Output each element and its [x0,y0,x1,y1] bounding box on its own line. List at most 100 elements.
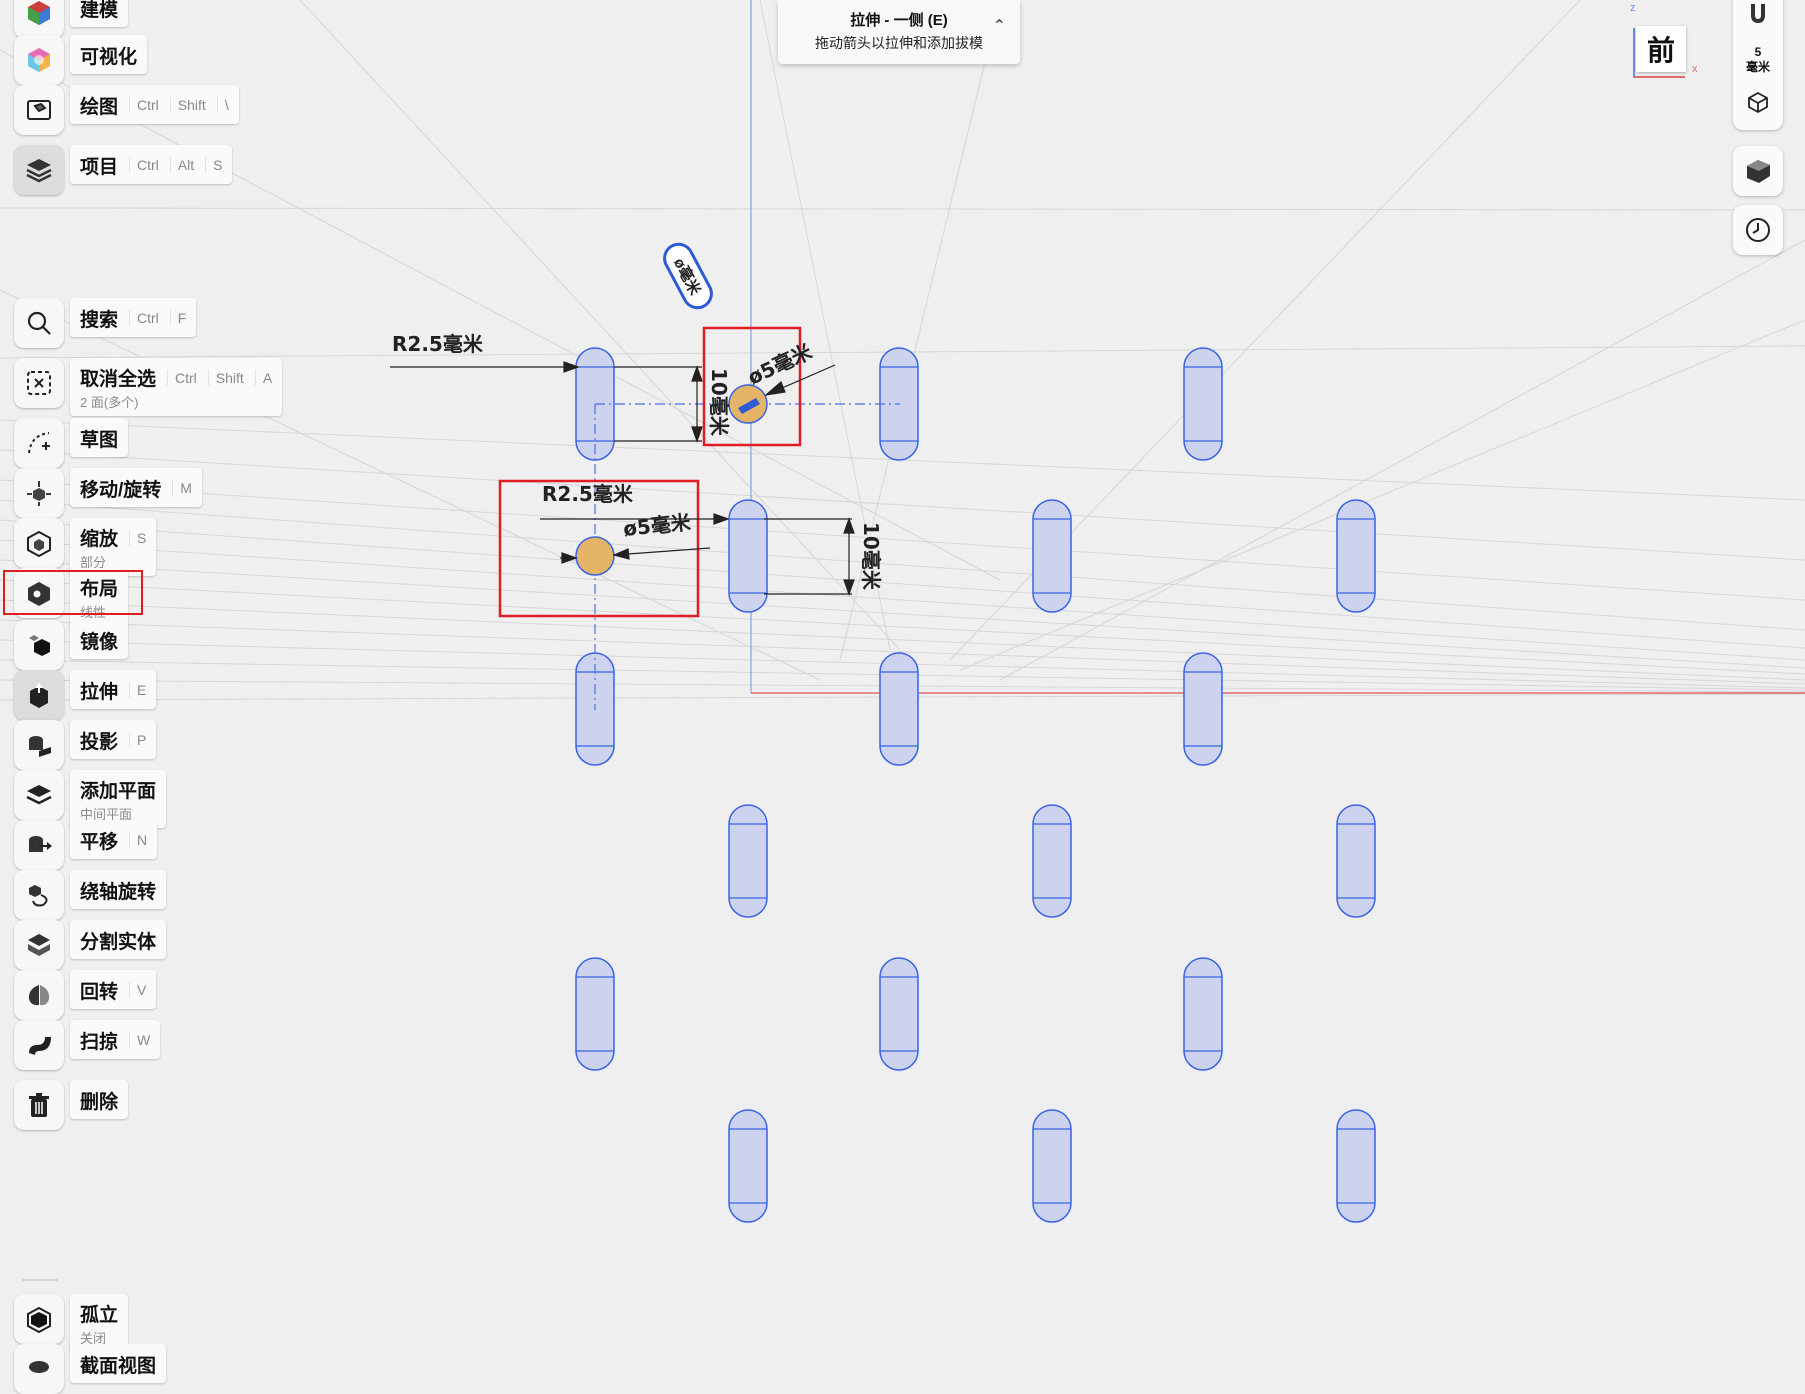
tool-sketch-label: 草图 [80,429,119,451]
tool-sweep-label: 扫掠 [80,1031,119,1053]
add-plane-icon[interactable] [14,770,64,820]
tool-project-label: 项目 [80,156,119,178]
slot-face[interactable] [728,499,768,613]
tool-drawing[interactable]: 绘图 Ctrl Shift \ [14,85,239,135]
tool-isolate[interactable]: 孤立 关闭 [14,1294,129,1352]
shortcut-key: Ctrl [129,97,159,113]
toolbar-divider [22,1279,58,1281]
tool-plane-label: 添加平面 [80,781,157,802]
tool-split-label: 分割实体 [80,931,157,953]
tool-section-label: 截面视图 [80,1355,157,1377]
tool-mirror-label: 镜像 [80,631,119,653]
material-icon [1747,160,1770,183]
slot-face[interactable] [1336,499,1376,613]
tool-layout[interactable]: 布局 线性 [14,568,129,626]
shortcut-key: \ [216,97,229,113]
slot-face[interactable] [1183,347,1223,461]
slot-face[interactable] [575,957,615,1071]
3d-viewport[interactable]: R2.5毫米 10毫米 ø5毫米 ø毫米 R2.5毫米 ø5毫米 10毫米 [0,0,1805,1363]
tooltip-title: 拉伸 - 一侧 (E) [850,12,948,29]
snap-value: 5 [1754,45,1762,59]
tool-translate[interactable]: 平移 N [14,820,158,870]
dim-length-mid-text: 10毫米 [859,522,883,591]
centerlines [594,403,900,710]
trash-icon[interactable] [14,1080,64,1130]
dim-diameter-mid-text: ø5毫米 [622,510,693,541]
tool-project2-label: 投影 [80,731,119,753]
sweep-icon[interactable] [14,1020,64,1070]
isolate-icon[interactable] [14,1294,64,1344]
tool-split[interactable]: 分割实体 [14,920,167,970]
section-view-icon[interactable] [14,1344,64,1394]
slot-face[interactable] [1183,957,1223,1071]
shortcut-key: V [129,982,146,998]
tool-sketch[interactable]: 草图 [14,418,129,468]
slot-face[interactable] [879,652,919,766]
tool-deselect[interactable]: 取消全选 Ctrl Shift A 2 面(多个) [14,358,283,416]
view-cube-face[interactable]: 前 [1636,26,1686,72]
drawing-icon[interactable] [14,85,64,135]
shortcut-key: W [129,1032,150,1048]
snap-panel[interactable]: 5 毫米 [1733,0,1783,130]
shortcut-key: Ctrl [129,310,159,326]
tool-scale-label: 缩放 [80,529,119,550]
tool-search-label: 搜索 [80,309,119,331]
slot-face[interactable] [1032,804,1072,918]
deselect-icon[interactable] [14,358,64,408]
sketch-icon[interactable] [14,418,64,468]
visualize-icon[interactable] [14,35,64,85]
tool-extrude[interactable]: 拉伸 E [14,670,157,720]
shortcut-key: F [169,310,186,326]
material-button[interactable] [1733,146,1783,196]
tool-delete[interactable]: 删除 [14,1080,129,1130]
view-cube[interactable]: 前 z x [1630,2,1702,78]
slot-face[interactable] [1032,1109,1072,1223]
tool-move[interactable]: 移动/旋转 M [14,468,202,518]
tool-move-label: 移动/旋转 [80,479,162,501]
layers-icon[interactable] [14,145,64,195]
tool-model[interactable]: 建模 [14,0,129,38]
slot-face[interactable] [1336,804,1376,918]
tool-revolve[interactable]: 回转 V [14,970,157,1020]
revolve-icon[interactable] [14,970,64,1020]
layout-icon[interactable] [14,568,64,618]
model-icon[interactable] [14,0,64,38]
projection-icon[interactable] [14,720,64,770]
shortcut-key: A [254,369,272,386]
tool-axisrot[interactable]: 绕轴旋转 [14,870,167,920]
move-rotate-icon[interactable] [14,468,64,518]
mirror-icon[interactable] [14,620,64,670]
slot-face[interactable] [879,957,919,1071]
slot-face[interactable] [728,804,768,918]
history-button[interactable] [1733,205,1783,255]
tool-project[interactable]: 项目 Ctrl Alt S [14,145,233,195]
chevron-up-icon[interactable]: ⌃ [992,18,1006,35]
scale-icon[interactable] [14,518,64,568]
tool-extrude-label: 拉伸 [80,681,119,703]
dim-radius-top-text: R2.5毫米 [392,332,484,356]
tool-visualize[interactable]: 可视化 [14,35,148,85]
axis-rotate-icon[interactable] [14,870,64,920]
slot-face[interactable] [728,1109,768,1223]
translate-icon[interactable] [14,820,64,870]
dim-length-mid [764,517,855,596]
tool-section[interactable]: 截面视图 [14,1344,167,1394]
magnet-icon[interactable] [1746,2,1770,26]
extrude-icon[interactable] [14,670,64,720]
slot-face[interactable] [1183,652,1223,766]
shortcut-key: P [129,732,146,748]
slot-face[interactable] [1336,1109,1376,1223]
dim-diameter-top-text: ø5毫米 [744,339,816,390]
split-body-icon[interactable] [14,920,64,970]
tool-model-label: 建模 [80,0,119,21]
tool-project2[interactable]: 投影 P [14,720,157,770]
cube-grid-icon[interactable] [1746,90,1770,114]
slot-face[interactable] [1032,499,1072,613]
tool-search[interactable]: 搜索 Ctrl F [14,298,197,348]
tool-plane[interactable]: 添加平面 中间平面 [14,770,167,828]
tool-sweep[interactable]: 扫掠 W [14,1020,161,1070]
tool-delete-label: 删除 [80,1091,119,1113]
search-icon[interactable] [14,298,64,348]
tool-scale[interactable]: 缩放 S 部分 [14,518,157,576]
tool-mirror[interactable]: 镜像 [14,620,129,670]
